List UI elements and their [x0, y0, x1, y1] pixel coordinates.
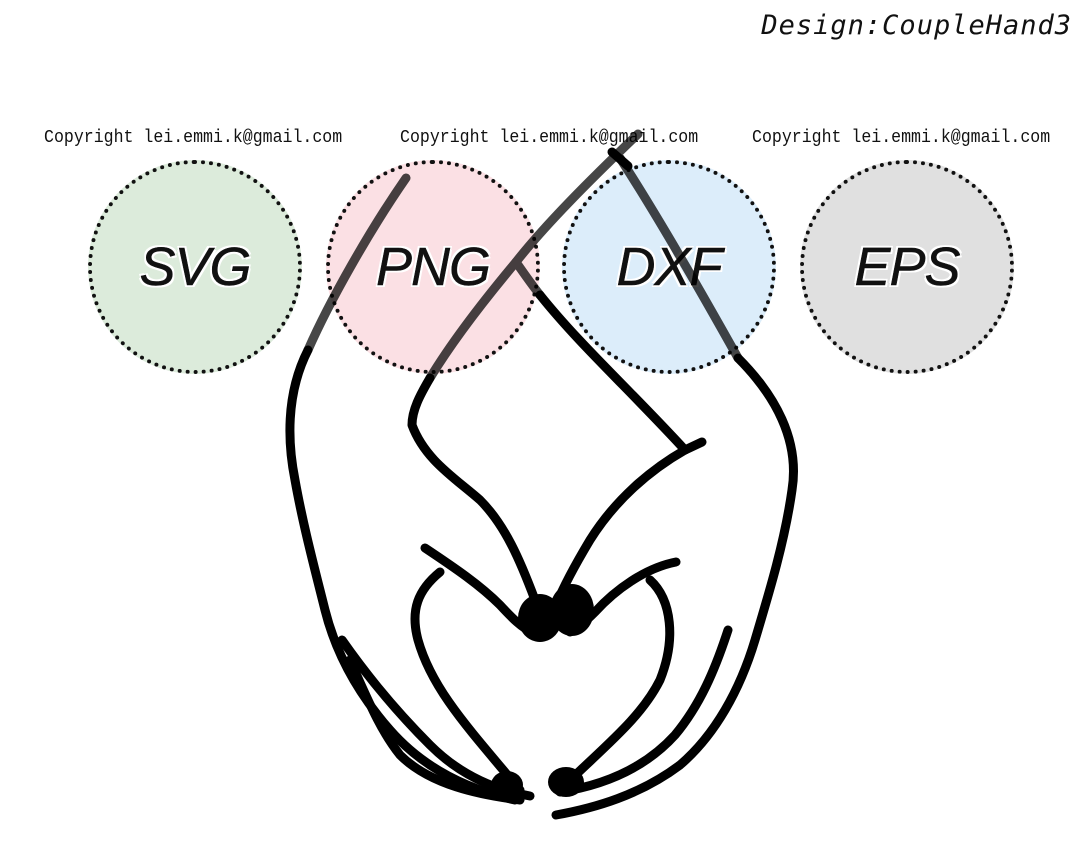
right-index-cap [680, 437, 707, 455]
format-label: DXF [616, 237, 723, 298]
left-index-finger [407, 373, 540, 605]
format-label: SVG [139, 237, 252, 298]
heart-left-lobe [420, 543, 537, 637]
format-badge-svg: SVG [88, 160, 302, 374]
design-title: Design:CoupleHand3 [761, 10, 1072, 41]
left-thumb-tip [518, 594, 562, 642]
format-label: PNG [375, 237, 492, 298]
index-tip-cap [607, 147, 633, 171]
left-fingertip [491, 771, 523, 799]
format-badge-dxf: DXF [562, 160, 776, 374]
format-badge-eps: EPS [800, 160, 1014, 374]
copyright-notice: Copyright lei.emmi.k@gmail.com [400, 128, 699, 148]
copyright-notice: Copyright lei.emmi.k@gmail.com [44, 128, 343, 148]
heart-right-outline [555, 575, 675, 795]
fingertips [491, 584, 594, 799]
copyright-notice: Copyright lei.emmi.k@gmail.com [752, 128, 1051, 148]
format-badge-png: PNG [326, 160, 540, 374]
format-label: EPS [854, 237, 961, 298]
right-hand-outline [551, 353, 798, 820]
left-hand-outline [285, 345, 520, 805]
left-hand-inner-contour [337, 635, 535, 801]
heart-right-lobe [565, 557, 681, 637]
left-hand-inner-contour-2 [345, 655, 525, 805]
right-thumb-tip [550, 584, 594, 636]
right-hand-inner-contour [555, 625, 733, 797]
right-fingertip [548, 767, 584, 797]
heart-left-outline [410, 567, 525, 795]
